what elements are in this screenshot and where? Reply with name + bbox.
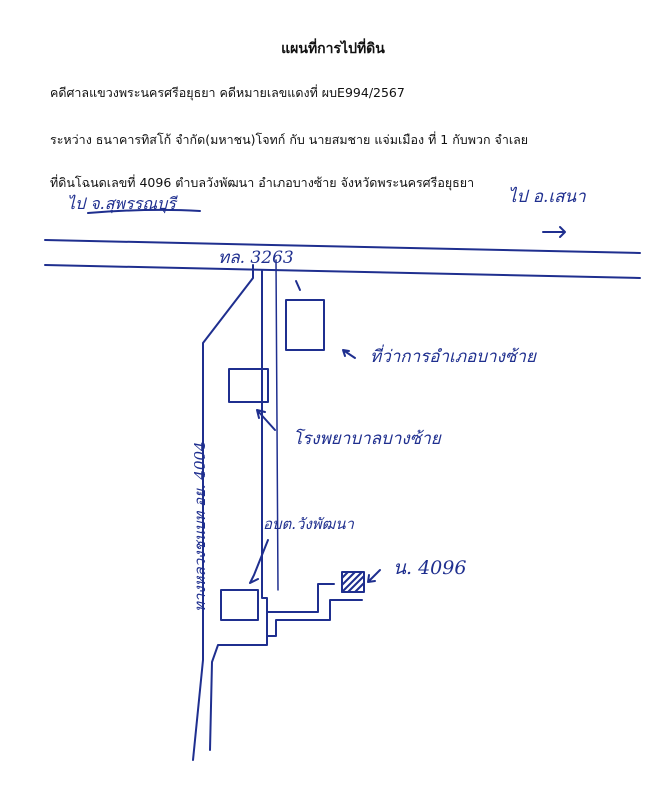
highway-upper-edge bbox=[44, 239, 641, 254]
label-hospital: โรงพยาบาลบางซ้าย bbox=[293, 429, 441, 449]
page-title: แผนที่การไปที่ดิน bbox=[281, 41, 385, 57]
branch-road-upper bbox=[267, 583, 335, 613]
parties-line: ระหว่าง ธนาคารทิสโก้ จำกัด(มหาชน)โจทก์ ก… bbox=[50, 132, 529, 147]
arrow-right-direction bbox=[542, 226, 566, 238]
tambon-office-building bbox=[220, 589, 259, 621]
label-deed-4096: น. 4096 bbox=[393, 557, 467, 579]
arrow-to-hospital bbox=[256, 409, 276, 431]
label-highway-3263: ทล. 3263 bbox=[218, 248, 294, 268]
label-to-suphanburi: ไป จ.สุพรรณบุรี bbox=[67, 194, 176, 213]
arrow-to-district-office bbox=[342, 349, 356, 359]
label-to-sena: ไป อ.เสนา bbox=[508, 187, 586, 207]
left-destination-underline bbox=[87, 208, 201, 214]
label-district-office: ที่ว่าการอำเภอบางซ้าย bbox=[370, 347, 536, 367]
side-road-right-edge bbox=[209, 269, 268, 751]
side-road-left-edge bbox=[192, 264, 254, 761]
land-deed-line: ที่ดินโฉนดเลขที่ 4096 ตำบลวังพัฒนา อำเภอ… bbox=[50, 175, 475, 190]
arrow-to-tambon-office bbox=[249, 539, 269, 584]
district-office-building bbox=[285, 299, 325, 351]
side-road-center bbox=[275, 259, 279, 591]
highway-lower-edge bbox=[44, 264, 641, 279]
label-tambon-office: อบต.วังพัฒนา bbox=[263, 515, 354, 533]
branch-road-lower bbox=[267, 599, 363, 637]
highway-label-tick bbox=[295, 280, 301, 291]
case-number-line: คดีศาลแขวงพระนครศรีอยุธยา คดีหมายเลขแดงท… bbox=[50, 85, 405, 100]
arrow-to-land-plot bbox=[367, 569, 381, 583]
hospital-building bbox=[228, 368, 269, 403]
label-side-road: ทางหลวงชนบท อย. 4004 bbox=[191, 441, 209, 612]
